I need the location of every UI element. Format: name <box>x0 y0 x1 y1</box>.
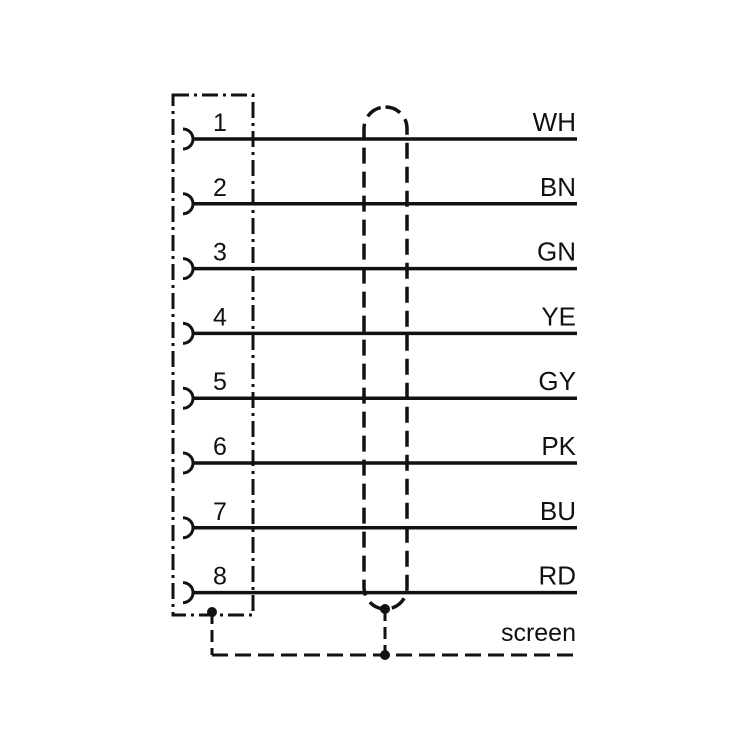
pin-number: 5 <box>213 368 227 396</box>
pin-number: 2 <box>213 174 227 202</box>
wire-color-label: GN <box>537 237 576 267</box>
socket-contact-icon <box>182 127 195 151</box>
cable-shield <box>362 105 409 611</box>
wire-color-label: GY <box>538 366 576 396</box>
socket-contact-icon <box>182 257 195 281</box>
wire-color-label: PK <box>541 431 576 461</box>
pin-number: 4 <box>213 303 227 331</box>
socket-contact-icon <box>182 321 195 345</box>
socket-contact-icon <box>182 581 195 605</box>
pin-row: 4 YE <box>182 301 577 345</box>
pin-row: 8 RD <box>182 561 577 605</box>
socket-contact-icon <box>182 192 195 216</box>
pin-row: 1 WH <box>182 107 577 151</box>
pin-row: 6 PK <box>182 431 577 475</box>
screen-connection: screen <box>207 604 577 660</box>
wire-color-label: RD <box>538 561 576 591</box>
pin-row: 2 BN <box>182 172 577 216</box>
socket-contact-icon <box>182 451 195 475</box>
pin-number: 6 <box>213 433 227 461</box>
pin-number: 7 <box>213 498 227 526</box>
screen-label: screen <box>501 619 576 647</box>
pin-row: 5 GY <box>182 366 577 410</box>
wire-color-label: YE <box>541 301 576 331</box>
pin-number: 3 <box>213 239 227 267</box>
pin-row: 7 BU <box>182 496 577 540</box>
pin-number: 8 <box>213 563 227 591</box>
shield-junction-dot <box>380 604 390 614</box>
wire-color-label: BN <box>540 172 576 202</box>
housing-junction-dot <box>207 607 217 617</box>
pin-number: 1 <box>213 109 227 137</box>
wire-color-label: BU <box>540 496 576 526</box>
wire-color-label: WH <box>533 107 576 137</box>
socket-contact-icon <box>182 516 195 540</box>
pin-row: 3 GN <box>182 237 577 281</box>
socket-contact-icon <box>182 386 195 410</box>
screen-junction-dot <box>380 650 390 660</box>
pin-rows: 1 WH 2 BN 3 GN 4 YE 5 GY 6 PK 7 BU 8 RD <box>182 107 577 605</box>
